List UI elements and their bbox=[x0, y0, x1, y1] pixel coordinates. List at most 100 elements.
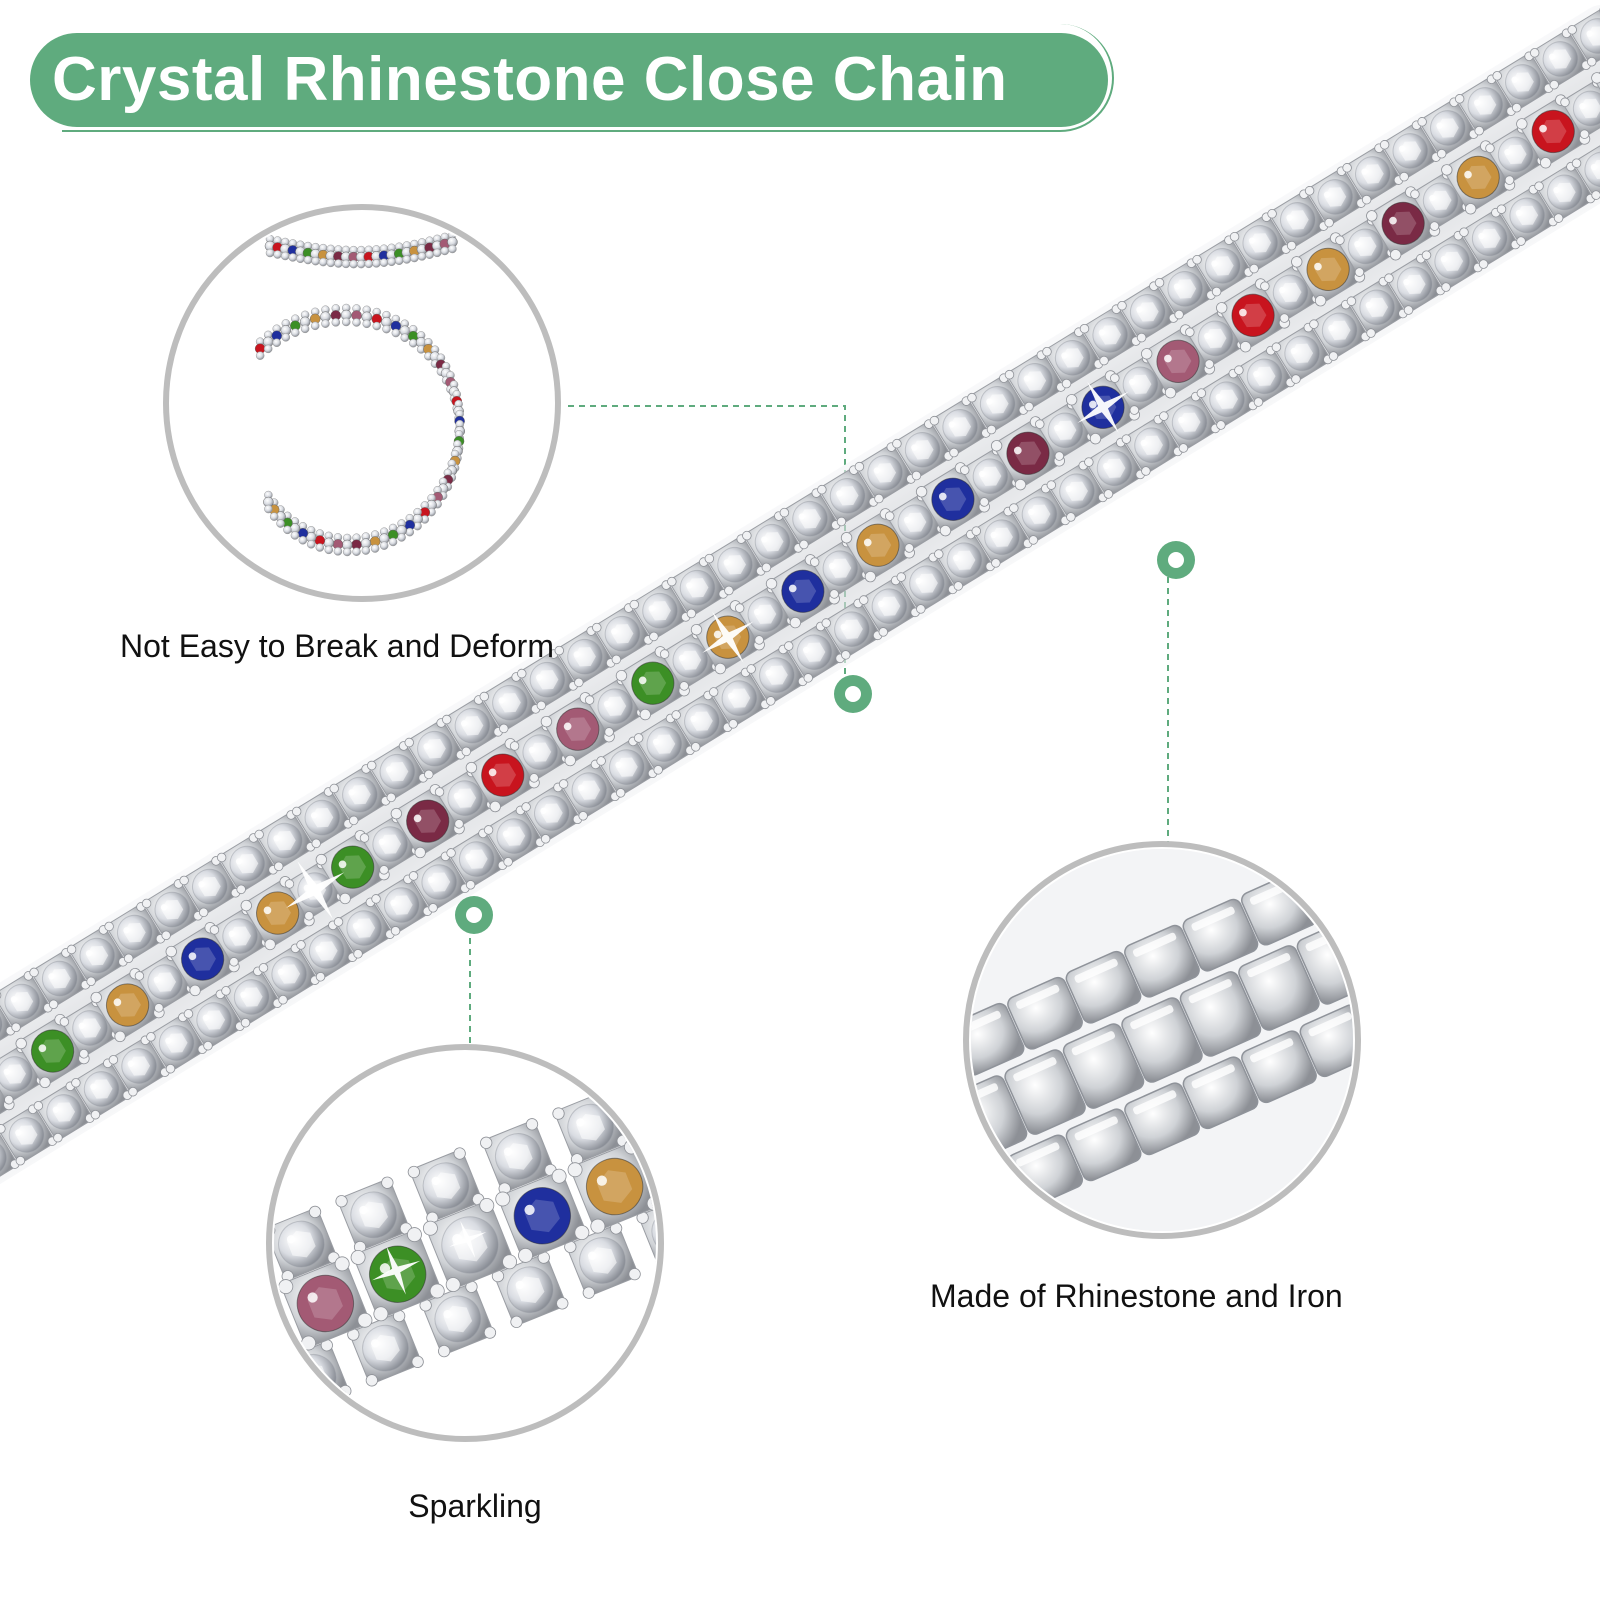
closeup-bottom-7 bbox=[707, 1162, 786, 1241]
closeup-top-5 bbox=[480, 1118, 557, 1195]
connector-line-1 bbox=[568, 405, 846, 678]
stone-bottom-42 bbox=[1534, 161, 1596, 223]
stone-top-36 bbox=[1229, 212, 1291, 274]
metal-cup-1-0 bbox=[769, 1152, 854, 1241]
c1-stone-inner-65 bbox=[388, 537, 398, 547]
stone-bottom-27 bbox=[971, 506, 1033, 568]
stone-top-15 bbox=[441, 695, 503, 757]
stone-bottom-16 bbox=[558, 759, 620, 821]
hotspot-marker-3 bbox=[455, 896, 493, 934]
detail-circle-metal-back bbox=[769, 793, 1600, 1261]
stone-bottom-7 bbox=[221, 966, 283, 1028]
closeup-middle-5 bbox=[495, 1168, 590, 1263]
hotspot-marker-1 bbox=[834, 675, 872, 713]
stone-top-31 bbox=[1042, 327, 1104, 389]
c1-stone-inner-9 bbox=[334, 259, 343, 268]
stone-bottom-38 bbox=[1384, 253, 1446, 315]
closeup-top-0 bbox=[117, 1263, 196, 1342]
sparkle-2 bbox=[702, 611, 754, 663]
stone-bottom-3 bbox=[71, 1058, 133, 1120]
stone-top-32 bbox=[1079, 304, 1141, 366]
closeup-middle-0 bbox=[132, 1313, 229, 1410]
stone-top-24 bbox=[779, 488, 841, 550]
c1-stone-inner-28 bbox=[281, 333, 291, 342]
stone-top-8 bbox=[179, 856, 241, 918]
c1-stone-inner-24 bbox=[448, 244, 457, 254]
c1-stone-inner-66 bbox=[379, 541, 389, 550]
stone-bottom-36 bbox=[1309, 299, 1371, 361]
metal-cup-2-12 bbox=[1532, 898, 1600, 974]
stone-bottom-39 bbox=[1421, 230, 1483, 292]
c1-stone-inner-63 bbox=[405, 527, 415, 537]
metal-cup-2-10 bbox=[1415, 950, 1494, 1026]
c1-stone-inner-2 bbox=[280, 251, 290, 261]
c1-stone-inner-38 bbox=[382, 324, 391, 334]
stone-bottom-41 bbox=[1496, 184, 1558, 246]
stone-top-6 bbox=[104, 902, 166, 964]
metal-cup-1-2 bbox=[886, 1100, 971, 1189]
c1-stone-inner-3 bbox=[288, 253, 298, 262]
c1-stone-inner-80 bbox=[264, 504, 273, 514]
c1-stone-inner-33 bbox=[331, 318, 341, 327]
c1-stone-inner-74 bbox=[306, 540, 316, 549]
c1-stone-inner-25 bbox=[255, 351, 265, 360]
stone-top-28 bbox=[929, 396, 991, 458]
c1-stone-inner-36 bbox=[362, 319, 372, 329]
closeup-middle-8 bbox=[711, 1079, 808, 1176]
c1-stone-inner-14 bbox=[372, 259, 381, 268]
stone-bottom-10 bbox=[333, 897, 395, 959]
stone-top-33 bbox=[1117, 281, 1179, 343]
stone-bottom-6 bbox=[183, 989, 245, 1051]
metal-cup-1-12 bbox=[1470, 839, 1555, 928]
stone-top-4 bbox=[29, 948, 91, 1010]
c1-stone-inner-68 bbox=[361, 546, 371, 555]
stone-bottom-33 bbox=[1196, 368, 1258, 430]
stone-bottom-24 bbox=[859, 575, 920, 637]
stone-bottom-9 bbox=[296, 920, 358, 982]
metal-cup-2-1 bbox=[888, 1185, 967, 1261]
stone-bottom-12 bbox=[408, 851, 470, 913]
metal-cup-2-8 bbox=[1299, 1004, 1353, 1078]
metal-cup-0-11 bbox=[1415, 793, 1494, 869]
stone-bottom-34 bbox=[1234, 345, 1296, 407]
metal-cup-0-6 bbox=[1124, 924, 1200, 998]
c1-stone-inner-23 bbox=[440, 246, 450, 256]
feature-caption-durability: Not Easy to Break and Deform bbox=[120, 628, 554, 664]
stone-top-39 bbox=[1342, 143, 1404, 205]
stone-bottom-22 bbox=[783, 621, 845, 683]
stone-top-3 bbox=[0, 971, 53, 1033]
hotspot-markers bbox=[455, 541, 1195, 934]
stone-bottom-8 bbox=[258, 943, 320, 1005]
stone-top-14 bbox=[404, 718, 466, 780]
stone-bottom-37 bbox=[1346, 276, 1408, 338]
metal-cup-0-10 bbox=[1356, 819, 1435, 895]
c1-stone-inner-67 bbox=[370, 544, 380, 553]
stone-top-22 bbox=[704, 534, 766, 596]
c1-stone-inner-29 bbox=[291, 328, 300, 337]
main-chain bbox=[0, 4, 1600, 1207]
c1-stone-inner-35 bbox=[352, 318, 361, 327]
stone-bottom-29 bbox=[1046, 460, 1108, 522]
c1-stone-inner-0 bbox=[265, 248, 275, 258]
stone-bottom-2 bbox=[33, 1081, 95, 1143]
page-title: Crystal Rhinestone Close Chain bbox=[52, 45, 1008, 114]
stone-top-35 bbox=[1192, 235, 1254, 297]
stone-middle-24 bbox=[809, 537, 871, 599]
c1-stone-inner-75 bbox=[298, 536, 308, 545]
stone-bottom-0 bbox=[0, 1130, 20, 1186]
c1-stone-inner-5 bbox=[303, 255, 313, 265]
stone-bottom-13 bbox=[446, 828, 508, 890]
c1-stone-inner-10 bbox=[341, 259, 351, 269]
metal-cup-2-11 bbox=[1473, 924, 1552, 1000]
closeup-top-2 bbox=[274, 1205, 340, 1283]
c1-stone-inner-15 bbox=[379, 258, 389, 267]
metal-cup-0-0 bbox=[771, 1079, 850, 1155]
metal-cup-2-6 bbox=[1182, 1056, 1259, 1130]
metal-cup-0-3 bbox=[971, 1002, 1025, 1076]
stone-bottom-5 bbox=[146, 1012, 208, 1074]
c1-stone-inner-6 bbox=[311, 256, 320, 266]
stone-top-27 bbox=[892, 419, 954, 481]
stone-top-37 bbox=[1267, 189, 1329, 251]
metal-cup-2-7 bbox=[1241, 1030, 1317, 1104]
